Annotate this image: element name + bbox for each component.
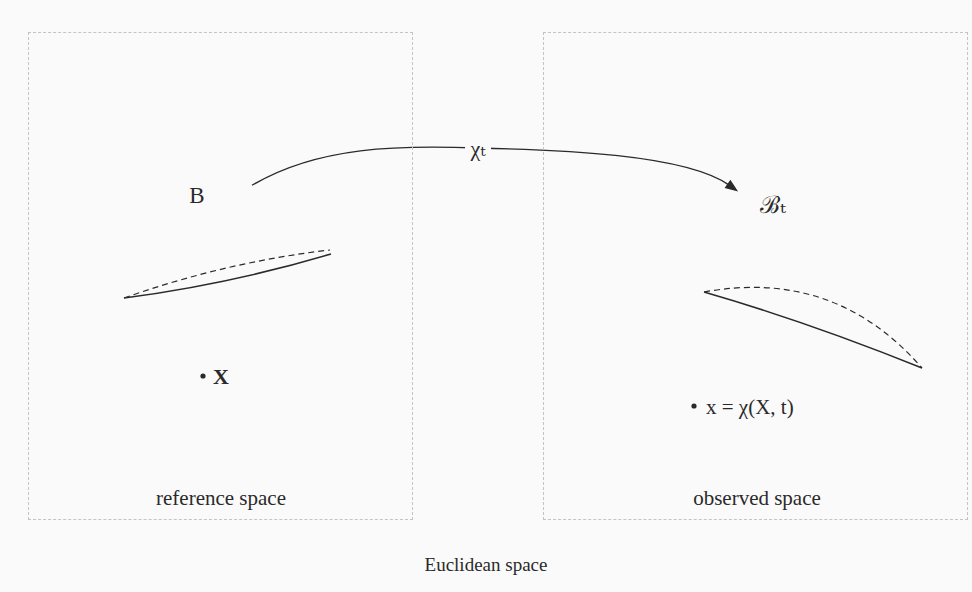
body-region: BX [87, 77, 337, 457]
equator-line [124, 254, 331, 298]
space-panel: observed space ℬₜ x = χ(X, t) [543, 32, 968, 520]
hidden-equator [124, 250, 330, 298]
body-outline [87, 77, 337, 457]
point-label: X [213, 364, 229, 389]
space-panel: reference spaceBX [28, 32, 413, 520]
mapping-arrow [252, 147, 738, 191]
body-shape [587, 56, 932, 456]
body-name: ℬₜ [760, 192, 786, 220]
arrow-head [725, 180, 739, 192]
space-label: observed space [693, 486, 821, 510]
figure-caption: Euclidean space [425, 554, 548, 576]
body-shape [90, 82, 332, 450]
body-name: B [189, 183, 204, 209]
equator-line [704, 292, 922, 368]
body-region: ℬₜ x = χ(X, t) [581, 53, 943, 465]
space-label: reference space [156, 486, 286, 510]
point-mapping: x = χ(X, t) [706, 395, 794, 419]
material-point [200, 373, 205, 378]
spatial-point [691, 403, 696, 408]
map-label: χₜ [465, 136, 490, 161]
hidden-equator [704, 287, 922, 368]
